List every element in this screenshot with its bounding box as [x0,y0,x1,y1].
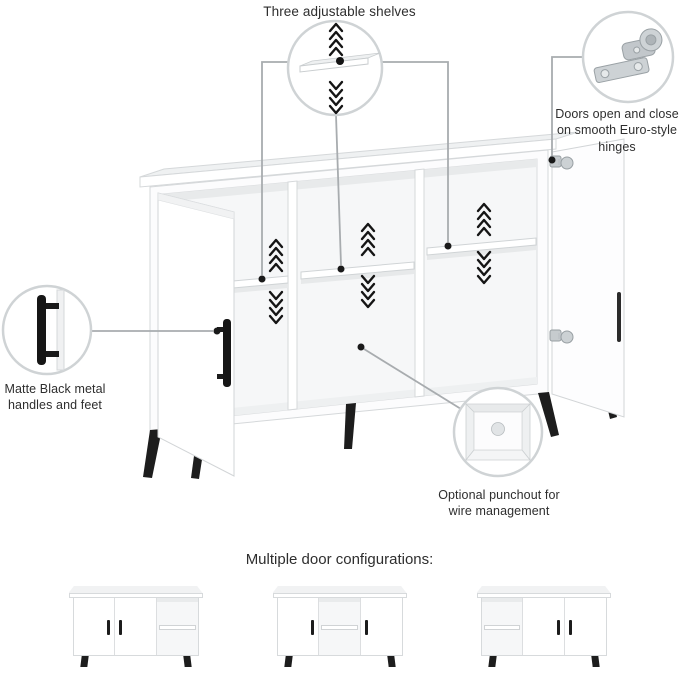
wire-punchout-icon [465,403,531,462]
cabinet-illustration [1,10,675,479]
interior-floor [163,377,537,423]
door-configuration-thumbnail [68,586,203,656]
door-configuration-thumbnail [272,586,407,656]
config-row [0,586,679,672]
thumb-top-slab [68,593,203,598]
thumb-section-3 [155,598,198,655]
euro-hinge-icon [593,28,663,84]
shelf-right [426,237,537,260]
thumb-top-surface [68,586,203,593]
thumb-body [480,598,607,656]
thumb-section-3 [359,598,402,655]
cabinet-top-front-edge [139,138,557,188]
left-door-top-edge [157,192,235,220]
door-configuration-thumbnail [476,586,611,656]
label-adjustable-shelves: Three adjustable shelves [263,4,416,19]
config-heading: Multiple door configurations: [245,551,434,568]
thumb-top-slab [272,593,407,598]
door-handle [217,319,231,387]
thumb-body [72,598,199,656]
leader-punchout [363,348,462,410]
leader-hinge [551,56,583,156]
callout-punchout [452,386,544,478]
interior-top-shadow [163,159,537,202]
thumb-top-slab [476,593,611,598]
leader-shelf-middle [335,114,342,266]
adjustable-shelf-icon [299,22,381,115]
divider-right [414,168,425,398]
thumb-section-2 [522,598,564,655]
callout-dots [213,156,556,351]
leader-shelf-left [261,61,288,275]
right-door-handle-edge [617,292,621,342]
thumb-section-2 [114,598,156,655]
leg-front-right [538,392,559,437]
leader-shelf-right [381,61,449,242]
metal-handle-icon [37,289,65,371]
thumb-section-1 [481,598,523,655]
right-door [549,138,625,418]
callout-shelf [286,19,384,117]
callout-handle [1,284,93,376]
leader-lines [91,56,583,410]
thumb-section-3 [563,598,606,655]
cabinet [139,131,625,479]
label-handles-feet: Matte Black metal handles and feet [4,382,106,413]
thumb-body [276,598,403,656]
right-door-panel [551,138,625,418]
hinge-bottom [549,329,574,344]
thumb-section-1 [278,598,319,655]
divider-left [287,180,298,411]
thumb-section-2 [318,598,360,655]
leg-front-left [143,429,162,478]
shelf-middle [300,261,415,284]
label-wire-punchout: Optional punchout for wire management [438,488,560,519]
leg-middle [344,403,356,449]
left-door [157,192,235,477]
thumb-top-surface [272,586,407,593]
label-euro-hinges: Doors open and close on smooth Euro-styl… [555,107,679,154]
callout-hinge [581,10,675,104]
left-door-panel [157,192,235,477]
thumb-top-surface [476,586,611,593]
thumb-section-1 [74,598,115,655]
